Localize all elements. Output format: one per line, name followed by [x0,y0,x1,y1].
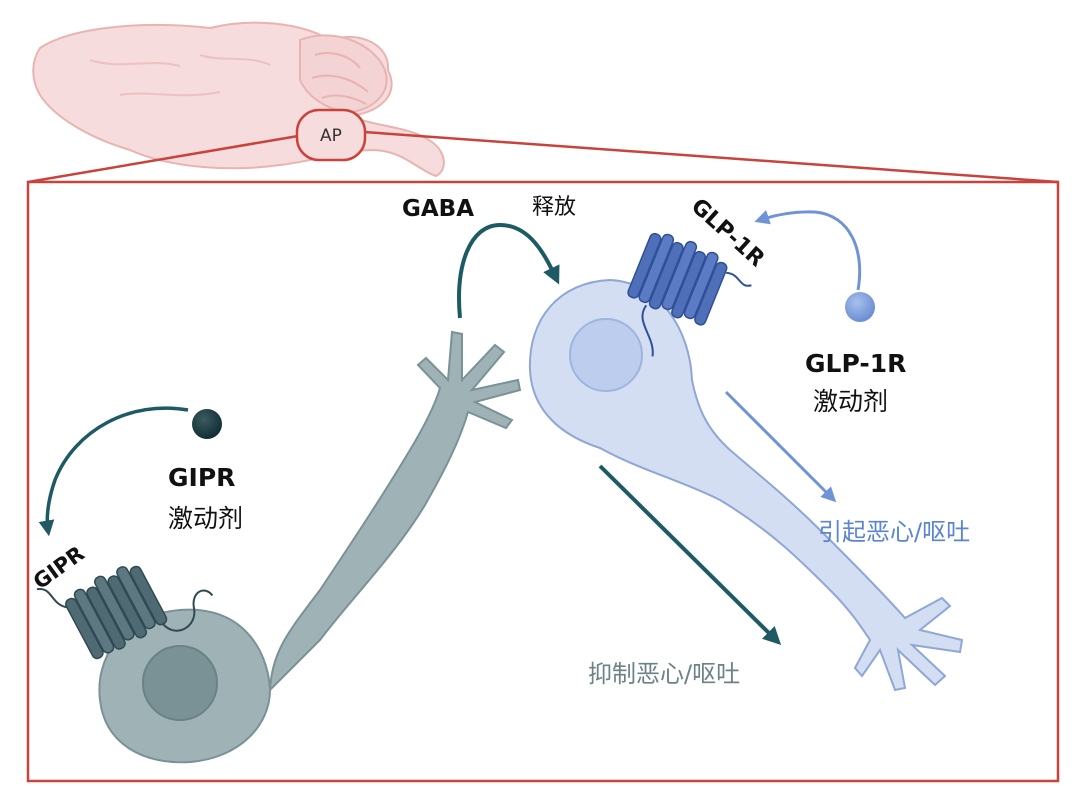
gipr-receptor [36,565,214,660]
gipr-agonist-molecule [192,409,222,439]
brain-illustration [32,21,445,178]
zoom-frame [26,180,1060,783]
glp1r-agonist-name: GLP-1R [805,349,906,378]
ap-label: AP [320,126,342,146]
release-label: 释放 [532,195,576,220]
zoom-line-left [27,134,299,184]
induce-nausea-label: 引起恶心/呕吐 [818,518,970,546]
induce-nausea-arrow [724,390,837,503]
gaba-label: GABA [402,196,474,222]
gipr-nucleus [142,645,218,721]
gipr-agonist-word: 激动剂 [168,504,243,533]
gipr-neuron [98,330,522,764]
glp1r-neuron [528,278,964,692]
glp1r-agonist-word: 激动剂 [813,387,888,416]
gipr-receptor-label: GIPR [29,541,89,594]
gipr-agonist-arrow [38,406,189,537]
gipr-agonist-name: GIPR [168,463,235,492]
glp1r-receptor [627,232,752,357]
glp1r-nucleus [569,318,643,392]
glp1r-agonist-arrow [754,210,862,291]
suppress-nausea-label: 抑制恶心/呕吐 [588,660,740,688]
zoom-line-right [363,130,1059,184]
glp1r-agonist-molecule [845,292,875,322]
gaba-release-arrow [457,222,560,319]
ap-region-marker: AP [295,108,367,162]
suppress-nausea-arrow [598,464,782,646]
